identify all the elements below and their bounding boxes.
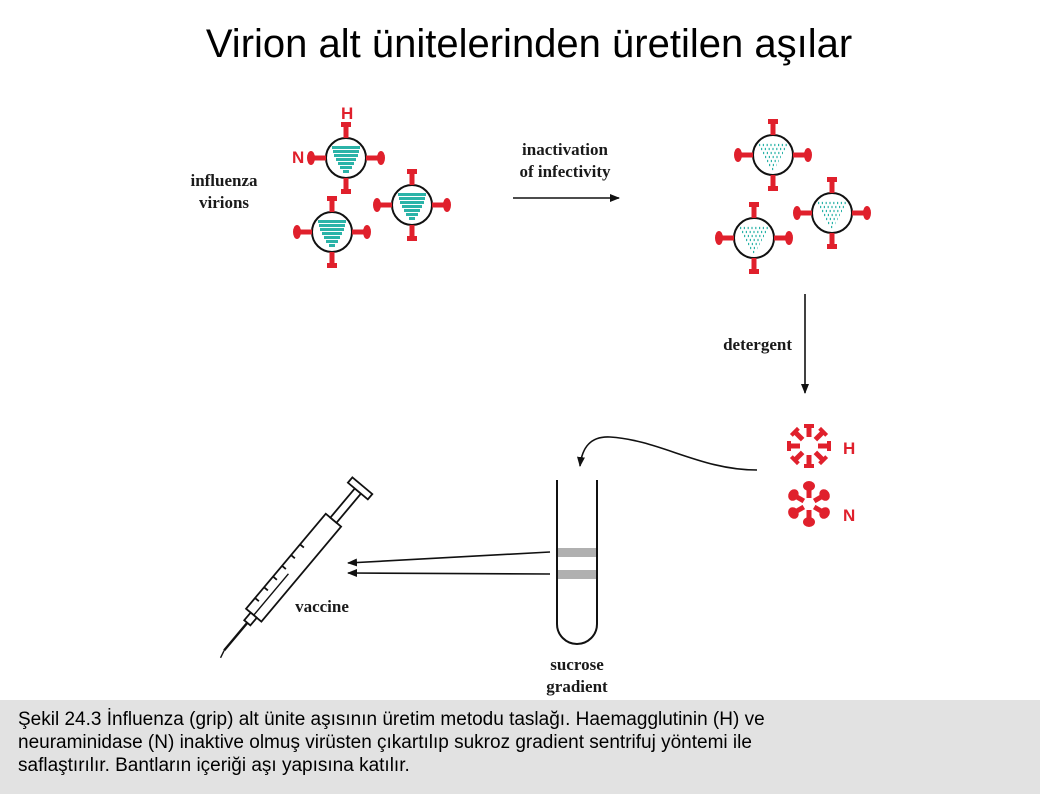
vaccine-production-diagram: H N influenza virions inactivation of in… — [190, 104, 873, 696]
figure-caption: Şekil 24.3 İnfluenza (grip) alt ünite aş… — [0, 700, 1040, 794]
band-arrow — [347, 551, 551, 567]
n-subunit-rosette — [788, 481, 830, 527]
gradient-band — [558, 570, 596, 579]
inactivated-virions — [713, 117, 873, 276]
inactivation-label: inactivation — [522, 140, 608, 159]
gradient-label-2: gradient — [546, 677, 608, 696]
h-subunit-rosette — [787, 424, 831, 468]
virion — [306, 121, 386, 195]
caption-line: Şekil 24.3 İnfluenza (grip) alt ünite aş… — [18, 709, 765, 730]
virion — [292, 195, 372, 269]
caption-line: neuraminidase (N) inaktive olmuş virüste… — [18, 732, 752, 753]
inactivated-virion — [732, 117, 814, 193]
inactivated-virion — [791, 175, 873, 251]
h-subunit-label: H — [843, 439, 855, 458]
influenza-label: influenza — [190, 171, 258, 190]
n-marker-label: N — [292, 148, 304, 167]
loading-arrow — [577, 436, 758, 471]
syringe — [219, 476, 374, 659]
band-arrow — [347, 569, 551, 578]
virion — [372, 168, 452, 242]
inactivated-virion — [713, 200, 795, 276]
h-marker-label: H — [341, 104, 353, 123]
page-title: Virion alt ünitelerinden üretilen aşılar — [205, 22, 853, 66]
n-subunit-label: N — [843, 506, 855, 525]
influenza-virions — [292, 121, 452, 269]
infectivity-label: of infectivity — [519, 162, 611, 181]
vaccine-label: vaccine — [295, 597, 349, 616]
detergent-label: detergent — [723, 335, 792, 354]
virions-label: virions — [199, 193, 249, 212]
sucrose-gradient-tube — [556, 480, 598, 645]
sucrose-label: sucrose — [550, 655, 604, 674]
caption-line: saflaştırılır. Bantların içeriği aşı yap… — [18, 755, 410, 776]
gradient-band — [558, 548, 596, 557]
